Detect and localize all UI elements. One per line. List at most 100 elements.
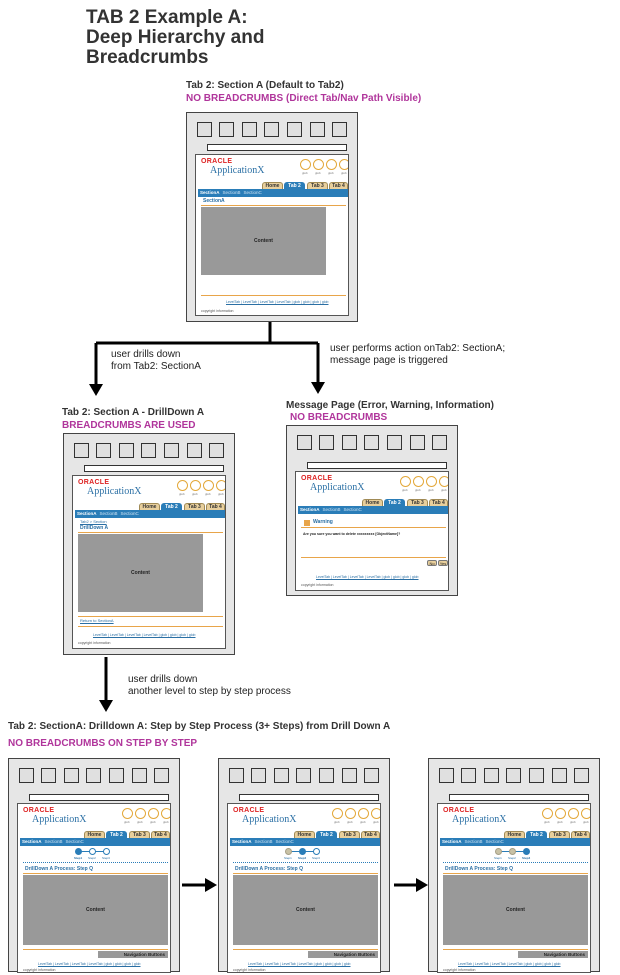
toolbar-button[interactable] xyxy=(118,443,134,458)
tab-3[interactable]: Tab 3 xyxy=(307,182,328,189)
toolbar-button[interactable] xyxy=(63,768,79,783)
toolbar-button[interactable] xyxy=(319,435,335,450)
footer-links[interactable]: LevelTab | LevelTab | LevelTab | LevelTa… xyxy=(316,575,419,579)
toolbar-button[interactable] xyxy=(164,443,180,458)
toolbar-button[interactable] xyxy=(364,768,380,783)
tab-home[interactable]: Home xyxy=(139,503,160,510)
step-1-dot[interactable] xyxy=(285,848,292,855)
toolbar-button[interactable] xyxy=(96,443,112,458)
footer-links[interactable]: LevelTab | LevelTab | LevelTab | LevelTa… xyxy=(458,962,561,966)
tab-home[interactable]: Home xyxy=(262,182,283,189)
toolbar-button[interactable] xyxy=(341,435,357,450)
toolbar-button[interactable] xyxy=(273,768,289,783)
global-link-icon[interactable] xyxy=(542,808,553,819)
toolbar-button[interactable] xyxy=(529,768,545,783)
global-link-icon[interactable] xyxy=(400,476,411,487)
toolbar-button[interactable] xyxy=(219,122,235,137)
footer-links[interactable]: LevelTab | LevelTab | LevelTab | LevelTa… xyxy=(93,633,196,637)
nav-section-c[interactable]: SectionC xyxy=(275,839,294,844)
step-2-dot[interactable] xyxy=(89,848,96,855)
tab-home[interactable]: Home xyxy=(362,499,383,506)
toolbar-button[interactable] xyxy=(154,768,170,783)
tab-4[interactable]: Tab 4 xyxy=(206,503,225,510)
toolbar-button[interactable] xyxy=(309,122,325,137)
toolbar-button[interactable] xyxy=(483,768,499,783)
tab-4[interactable]: Tab 4 xyxy=(151,831,170,838)
nav-section-c[interactable]: SectionC xyxy=(120,511,139,516)
global-link-icon[interactable] xyxy=(345,808,356,819)
global-link-icon[interactable] xyxy=(413,476,424,487)
toolbar-button[interactable] xyxy=(241,122,257,137)
tab-2[interactable]: Tab 2 xyxy=(316,831,337,838)
toolbar-button[interactable] xyxy=(409,435,425,450)
nav-section-a[interactable]: SectionA xyxy=(77,511,97,516)
yes-button[interactable]: Yes xyxy=(438,560,448,566)
toolbar-button[interactable] xyxy=(438,768,454,783)
navigation-buttons[interactable]: Navigation Buttons xyxy=(308,951,378,958)
global-link-icon[interactable] xyxy=(135,808,146,819)
nav-section-c[interactable]: SectionC xyxy=(243,190,262,195)
toolbar-button[interactable] xyxy=(209,443,225,458)
toolbar-button[interactable] xyxy=(506,768,522,783)
global-link-icon[interactable] xyxy=(426,476,437,487)
nav-section-a[interactable]: SectionA xyxy=(200,190,220,195)
toolbar-button[interactable] xyxy=(296,768,312,783)
address-bar[interactable] xyxy=(29,794,169,801)
address-bar[interactable] xyxy=(207,144,347,151)
no-button[interactable]: No xyxy=(427,560,437,566)
nav-section-a[interactable]: SectionA xyxy=(442,839,462,844)
nav-section-b[interactable]: SectionB xyxy=(464,839,483,844)
toolbar-button[interactable] xyxy=(18,768,34,783)
global-link-icon[interactable] xyxy=(339,159,348,170)
step-2-dot[interactable] xyxy=(299,848,306,855)
global-link-icon[interactable] xyxy=(122,808,133,819)
nav-section-b[interactable]: SectionB xyxy=(222,190,241,195)
tab-home[interactable]: Home xyxy=(294,831,315,838)
tab-home[interactable]: Home xyxy=(504,831,525,838)
address-bar[interactable] xyxy=(239,794,379,801)
global-link-icon[interactable] xyxy=(555,808,566,819)
global-link-icon[interactable] xyxy=(439,476,448,487)
toolbar-button[interactable] xyxy=(228,768,244,783)
toolbar-button[interactable] xyxy=(131,768,147,783)
nav-section-b[interactable]: SectionB xyxy=(322,507,341,512)
toolbar-button[interactable] xyxy=(461,768,477,783)
footer-links[interactable]: LevelTab | LevelTab | LevelTab | LevelTa… xyxy=(38,962,141,966)
tab-3[interactable]: Tab 3 xyxy=(184,503,205,510)
global-link-icon[interactable] xyxy=(216,480,225,491)
address-bar[interactable] xyxy=(449,794,589,801)
tab-2[interactable]: Tab 2 xyxy=(284,182,305,189)
step-3-dot[interactable] xyxy=(103,848,110,855)
toolbar-button[interactable] xyxy=(41,768,57,783)
toolbar-button[interactable] xyxy=(551,768,567,783)
global-link-icon[interactable] xyxy=(313,159,324,170)
step-1-dot[interactable] xyxy=(75,848,82,855)
global-link-icon[interactable] xyxy=(177,480,188,491)
nav-section-b[interactable]: SectionB xyxy=(99,511,118,516)
toolbar-button[interactable] xyxy=(141,443,157,458)
step-3-dot[interactable] xyxy=(523,848,530,855)
tab-4[interactable]: Tab 4 xyxy=(571,831,590,838)
footer-links[interactable]: LevelTab | LevelTab | LevelTab | LevelTa… xyxy=(248,962,351,966)
step-3-dot[interactable] xyxy=(313,848,320,855)
toolbar-button[interactable] xyxy=(432,435,448,450)
address-bar[interactable] xyxy=(307,462,447,469)
global-link-icon[interactable] xyxy=(148,808,159,819)
toolbar-button[interactable] xyxy=(296,435,312,450)
nav-section-c[interactable]: SectionC xyxy=(65,839,84,844)
navigation-buttons[interactable]: Navigation Buttons xyxy=(518,951,588,958)
tab-3[interactable]: Tab 3 xyxy=(549,831,570,838)
global-link-icon[interactable] xyxy=(581,808,590,819)
tab-home[interactable]: Home xyxy=(84,831,105,838)
nav-section-b[interactable]: SectionB xyxy=(44,839,63,844)
tab-3[interactable]: Tab 3 xyxy=(407,499,428,506)
global-link-icon[interactable] xyxy=(203,480,214,491)
nav-section-b[interactable]: SectionB xyxy=(254,839,273,844)
toolbar-button[interactable] xyxy=(332,122,348,137)
toolbar-button[interactable] xyxy=(109,768,125,783)
tab-3[interactable]: Tab 3 xyxy=(339,831,360,838)
step-1-dot[interactable] xyxy=(495,848,502,855)
nav-section-c[interactable]: SectionC xyxy=(343,507,362,512)
global-link-icon[interactable] xyxy=(358,808,369,819)
return-link[interactable]: Return to SectionA xyxy=(80,618,114,623)
